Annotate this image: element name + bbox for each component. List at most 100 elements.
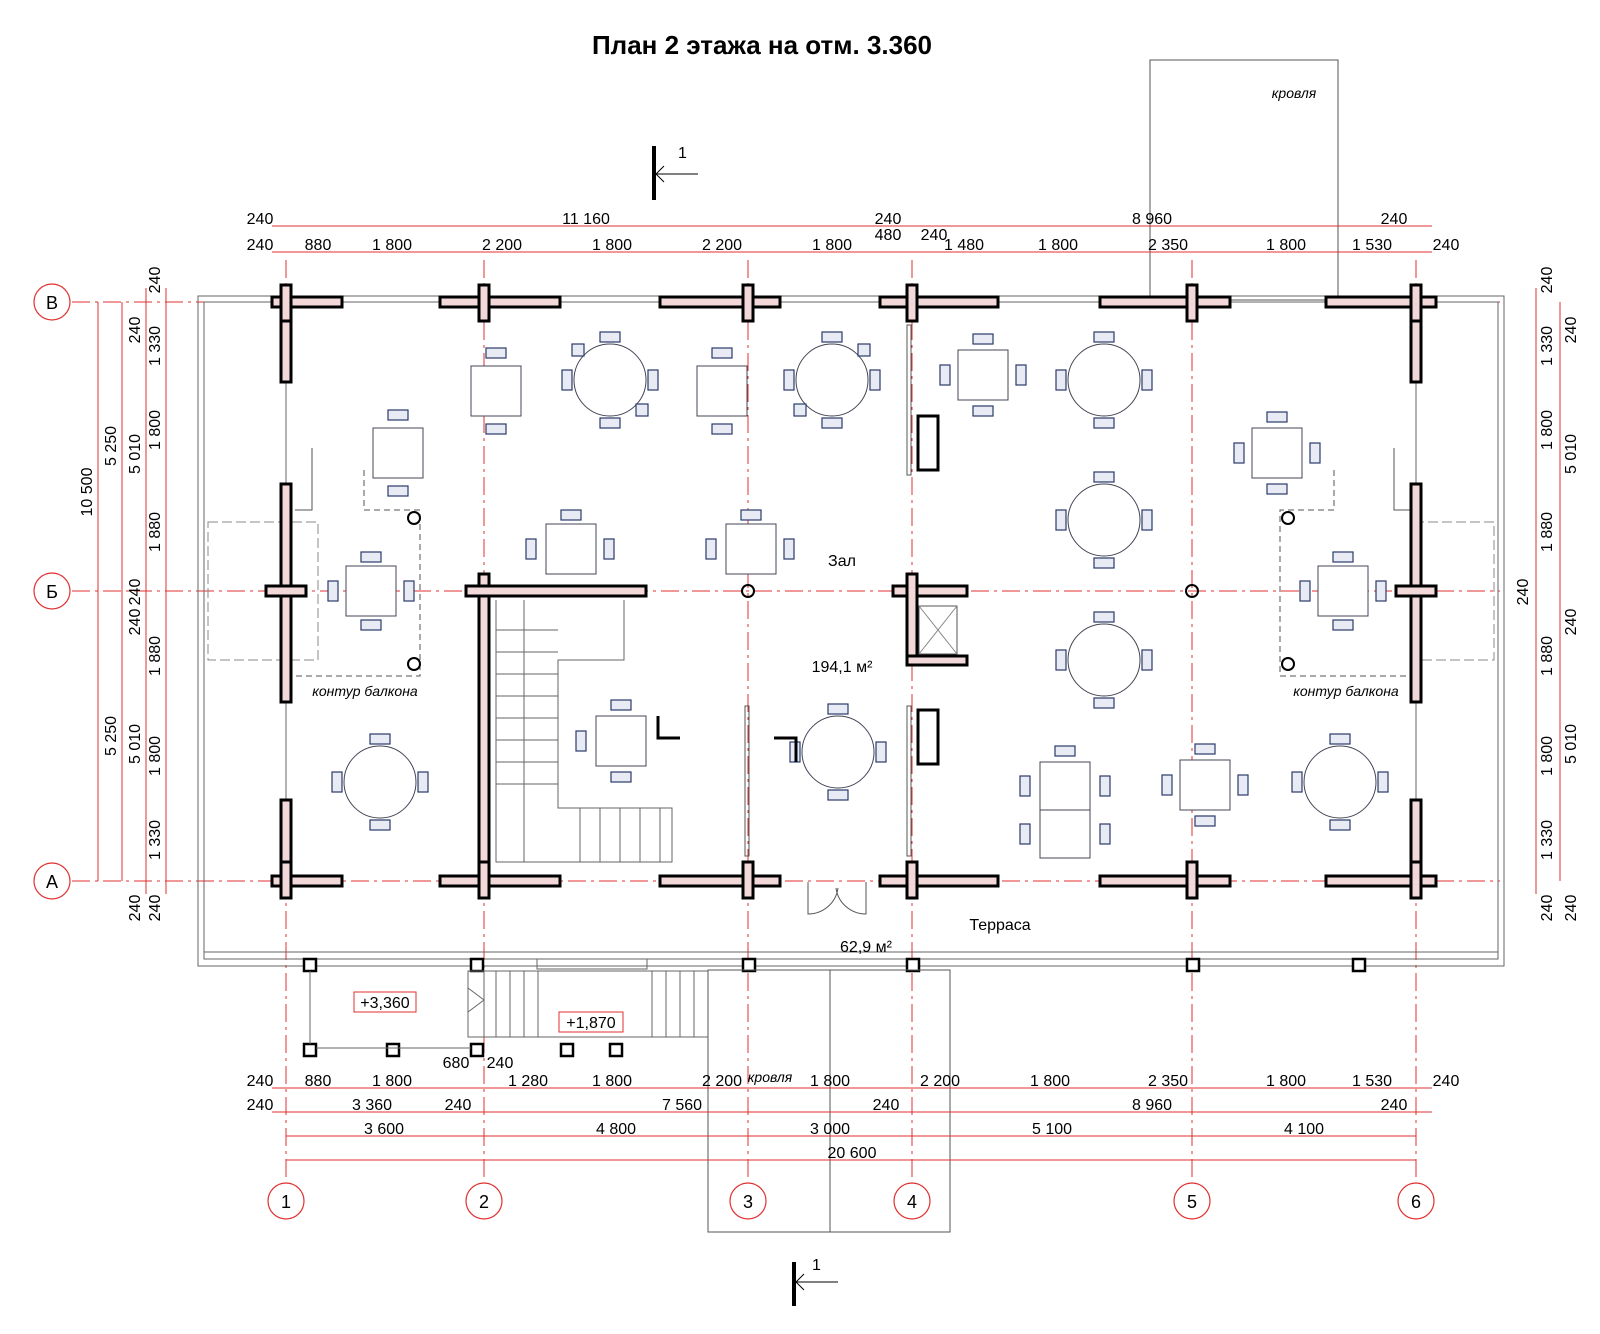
dim-text: 2 350 xyxy=(1148,237,1188,254)
dim-text: 1 800 xyxy=(1539,736,1556,776)
dim-text: 1 800 xyxy=(810,1073,850,1090)
dim-text: 240 xyxy=(127,609,144,636)
level-upper: +3,360 xyxy=(360,995,409,1012)
dim-text: 1 800 xyxy=(812,237,852,254)
dim-text: 3 360 xyxy=(352,1097,392,1114)
table-round xyxy=(1291,733,1389,831)
level-mark-lower: +1,870 xyxy=(558,1011,624,1033)
axis-label-5: 5 xyxy=(1187,1192,1197,1212)
dim-text: 3 000 xyxy=(810,1121,850,1138)
dim-text: 1 800 xyxy=(372,1073,412,1090)
table-round xyxy=(783,331,881,429)
walls xyxy=(264,283,1438,900)
dim-text: 5 010 xyxy=(127,434,144,474)
dim-text: 4 100 xyxy=(1284,1121,1324,1138)
dim-text: 2 200 xyxy=(482,237,522,254)
dim-text: 240 xyxy=(445,1097,472,1114)
dim-text: 1 800 xyxy=(1266,1073,1306,1090)
dim-text: 8 960 xyxy=(1132,211,1172,228)
table-square xyxy=(327,551,415,631)
dim-text: 1 880 xyxy=(1539,512,1556,552)
table-round xyxy=(1055,331,1153,429)
dim-text: 240 xyxy=(1433,1073,1460,1090)
dim-text: 1 800 xyxy=(372,237,412,254)
dim-text: 1 530 xyxy=(1352,237,1392,254)
room-label-hall: Зал xyxy=(828,553,856,570)
dimensions-bottom-row2: 240 3 360 240 7 560 240 8 960 240 xyxy=(247,1097,1408,1114)
dim-text: 240 xyxy=(127,579,144,606)
table-round xyxy=(789,703,887,801)
axis-label-a: А xyxy=(46,872,58,892)
table-square xyxy=(1233,411,1321,495)
terrace-posts xyxy=(302,957,1367,1058)
dim-text: 240 xyxy=(247,211,274,228)
dim-text: 1 480 xyxy=(944,237,984,254)
dim-text: 240 xyxy=(1433,237,1460,254)
balcony-outlines xyxy=(207,448,1495,677)
table-square xyxy=(470,347,522,435)
dim-text: 240 xyxy=(247,1073,274,1090)
table-square xyxy=(1161,743,1249,827)
dimension-lines-bottom xyxy=(272,1087,1432,1161)
partitions xyxy=(744,324,958,857)
dim-text: 240 xyxy=(127,317,144,344)
table-square xyxy=(1299,551,1387,631)
table-round xyxy=(561,331,659,429)
dim-text: 1 330 xyxy=(1539,820,1556,860)
dim-text: 480 xyxy=(875,227,902,244)
dim-text: 5 010 xyxy=(127,724,144,764)
row-axis-markers: В Б А xyxy=(33,283,71,900)
table-round xyxy=(331,733,429,831)
table-round xyxy=(1055,471,1153,569)
roof-label-bottom: кровля xyxy=(748,1069,793,1085)
dimensions-bottom-row1: 680 240 240 880 1 800 1 280 1 800 2 200 … xyxy=(247,1055,1460,1090)
dim-text: 5 010 xyxy=(1563,724,1580,764)
dim-text: 240 xyxy=(873,1097,900,1114)
room-label-terrace: Терраса xyxy=(969,917,1030,934)
level-lower: +1,870 xyxy=(566,1015,615,1032)
dim-text: 240 xyxy=(487,1055,514,1072)
dim-text: 2 200 xyxy=(920,1073,960,1090)
dim-text: 5 100 xyxy=(1032,1121,1072,1138)
dim-text: 240 xyxy=(921,227,948,244)
axis-label-6: 6 xyxy=(1411,1192,1421,1212)
table-square xyxy=(939,333,1027,417)
dim-text: 1 800 xyxy=(592,1073,632,1090)
section-mark-top-label: 1 xyxy=(678,145,687,162)
dim-text: 240 xyxy=(247,237,274,254)
dim-text: 880 xyxy=(305,1073,332,1090)
table-square xyxy=(575,699,647,783)
room-area-terrace: 62,9 м² xyxy=(840,939,893,956)
dim-text: 880 xyxy=(305,237,332,254)
axis-label-3: 3 xyxy=(743,1192,753,1212)
dim-text: 240 xyxy=(875,211,902,228)
dim-text: 2 350 xyxy=(1148,1073,1188,1090)
dim-text: 1 330 xyxy=(147,326,164,366)
dim-text: 10 500 xyxy=(79,467,96,516)
dim-text: 2 200 xyxy=(702,1073,742,1090)
section-mark-bottom: 1 xyxy=(792,1257,838,1306)
dimensions-bottom-row3: 3 600 4 800 3 000 5 100 4 100 20 600 xyxy=(364,1121,1324,1162)
balcony-label-right: контур балкона xyxy=(1293,683,1399,699)
dim-text: 1 530 xyxy=(1352,1073,1392,1090)
level-mark-upper: +3,360 xyxy=(353,991,417,1013)
dim-text: 1 800 xyxy=(1539,410,1556,450)
axis-label-1: 1 xyxy=(281,1192,291,1212)
room-area-hall: 194,1 м² xyxy=(812,659,873,676)
dim-text: 5 250 xyxy=(103,426,120,466)
dim-text: 240 xyxy=(147,267,164,294)
roof-outline-bottom xyxy=(707,969,951,1233)
dimensions-left: 10 500 5 250 5 250 5 010 5 010 240 240 1… xyxy=(79,267,164,922)
dim-text: 1 800 xyxy=(592,237,632,254)
dim-text: 240 xyxy=(127,895,144,922)
dim-text: 1 800 xyxy=(1038,237,1078,254)
dim-text: 11 160 xyxy=(562,211,610,228)
dimension-lines-left xyxy=(97,288,167,894)
dim-text: 240 xyxy=(1539,267,1556,294)
dim-text: 3 600 xyxy=(364,1121,404,1138)
table-square xyxy=(372,409,424,497)
dim-text: 1 880 xyxy=(147,636,164,676)
dim-text: 2 200 xyxy=(702,237,742,254)
dim-text: 1 330 xyxy=(1539,326,1556,366)
